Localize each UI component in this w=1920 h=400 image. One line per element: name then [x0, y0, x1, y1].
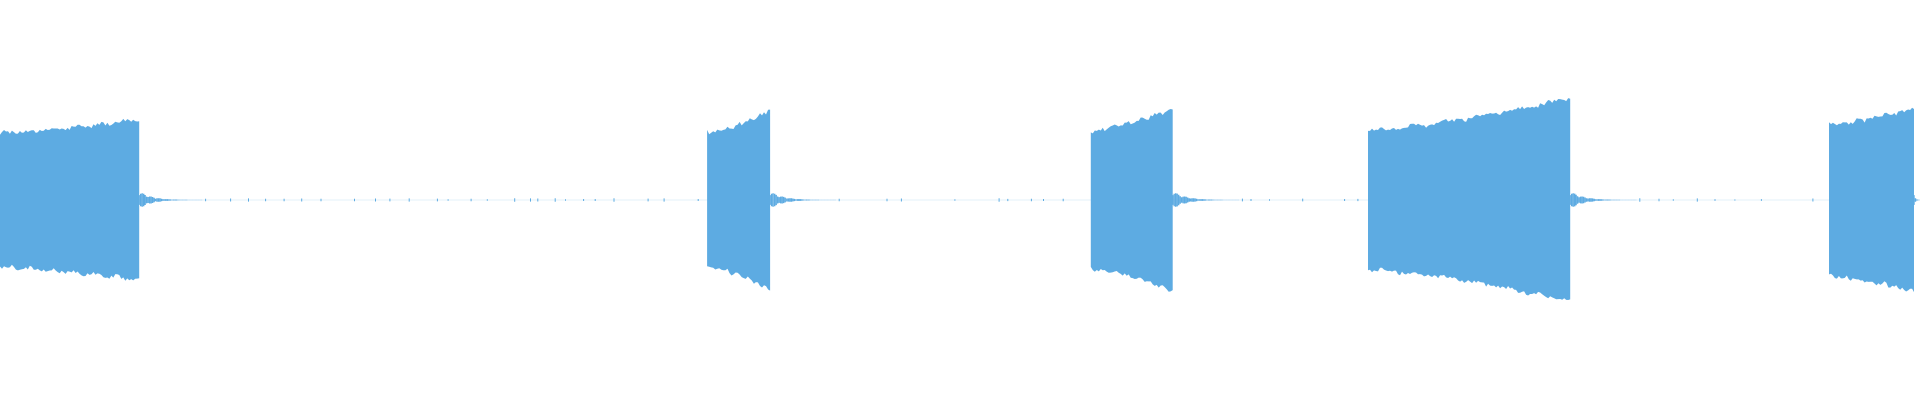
waveform-noise: [1639, 198, 1814, 202]
waveform-burst: [1090, 109, 1173, 292]
waveform-decay: [1913, 195, 1920, 205]
waveform-decay: [1569, 193, 1637, 207]
waveform-burst: [1829, 107, 1914, 293]
waveform-burst: [0, 118, 140, 281]
waveform-burst: [1368, 98, 1571, 300]
waveform-decay: [138, 193, 203, 207]
waveform-noise: [205, 198, 699, 202]
waveform-noise: [838, 198, 1064, 202]
waveform-burst: [707, 109, 771, 291]
waveform-noise: [1241, 198, 1359, 202]
waveform-decay: [1172, 193, 1240, 207]
waveform-decay: [769, 193, 836, 207]
